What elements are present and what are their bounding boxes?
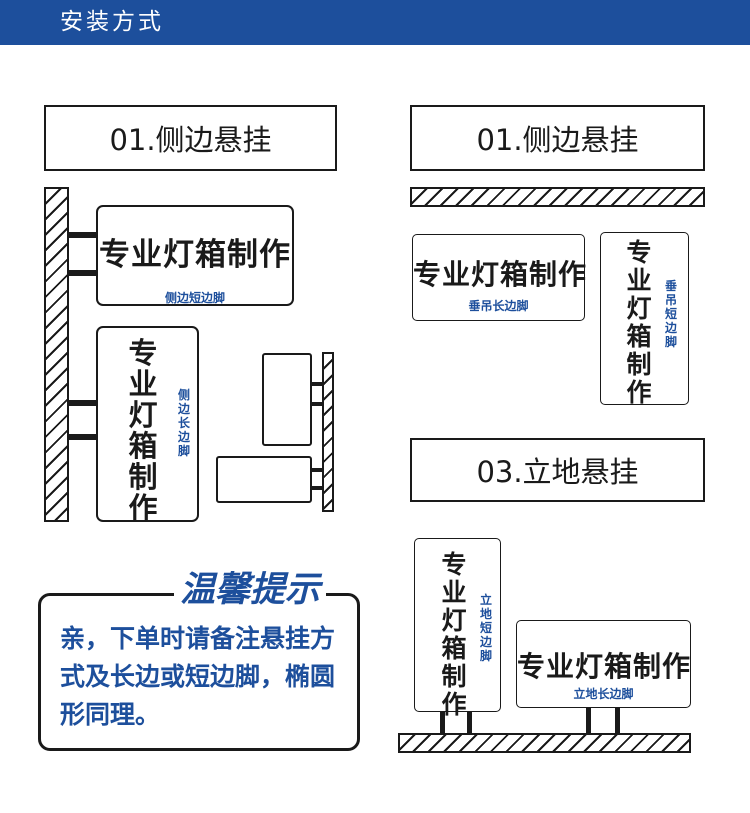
sign-title: 专业灯箱制作	[99, 237, 291, 273]
section-label-side-hang: 01.侧边悬挂	[44, 105, 337, 171]
section-label-floor-stand: 03.立地悬挂	[410, 438, 705, 502]
tip-text: 亲，下单时请备注悬挂方式及长边或短边脚，椭圆形同理。	[60, 624, 336, 729]
sign-side-short: 专业灯箱制作 侧边短边脚	[96, 205, 294, 306]
blank-sign-vertical	[262, 353, 312, 446]
bracket	[68, 232, 97, 238]
bracket	[68, 434, 97, 440]
sign-title: 专业灯箱制作	[441, 550, 467, 719]
blank-sign-horizontal	[216, 456, 312, 503]
header-bar	[0, 0, 750, 45]
bracket	[311, 402, 323, 406]
sign-subtitle: 立地长边脚	[573, 687, 634, 701]
sign-subtitle: 垂吊长边脚	[468, 299, 529, 313]
sign-subtitle: 垂吊短边脚	[664, 279, 677, 349]
bracket	[311, 486, 323, 490]
section-label-top-hang: 01.侧边悬挂	[410, 105, 705, 171]
sign-title: 专业灯箱制作	[128, 336, 158, 525]
sign-subtitle: 立地短边脚	[479, 593, 492, 663]
sign-hang-short: 专业灯箱制作 垂吊短边脚	[600, 232, 689, 407]
small-wall	[322, 352, 334, 512]
stand-leg	[440, 711, 445, 735]
bracket	[311, 382, 323, 386]
tip-heading: 温馨提示	[174, 570, 327, 610]
tip-box	[38, 593, 360, 751]
stand-leg	[586, 707, 591, 735]
header-title: 安装方式	[60, 9, 164, 35]
sign-side-long: 专业灯箱制作 侧边长边脚	[96, 326, 199, 525]
sign-hang-long: 专业灯箱制作 垂吊长边脚	[412, 234, 588, 321]
bracket	[68, 400, 97, 406]
sign-subtitle: 侧边短边脚	[164, 291, 225, 305]
sign-title: 专业灯箱制作	[413, 258, 588, 291]
sign-title: 专业灯箱制作	[626, 238, 652, 407]
sign-title: 专业灯箱制作	[517, 650, 692, 683]
stand-leg	[467, 711, 472, 735]
ceiling	[410, 187, 705, 207]
sign-stand-short: 专业灯箱制作 立地短边脚	[414, 538, 501, 719]
sign-subtitle: 侧边长边脚	[177, 388, 190, 458]
wall	[44, 187, 69, 522]
floor	[398, 733, 691, 753]
stand-leg	[615, 707, 620, 735]
bracket	[68, 270, 97, 276]
bracket	[311, 468, 323, 472]
sign-stand-long: 专业灯箱制作 立地长边脚	[516, 620, 691, 708]
